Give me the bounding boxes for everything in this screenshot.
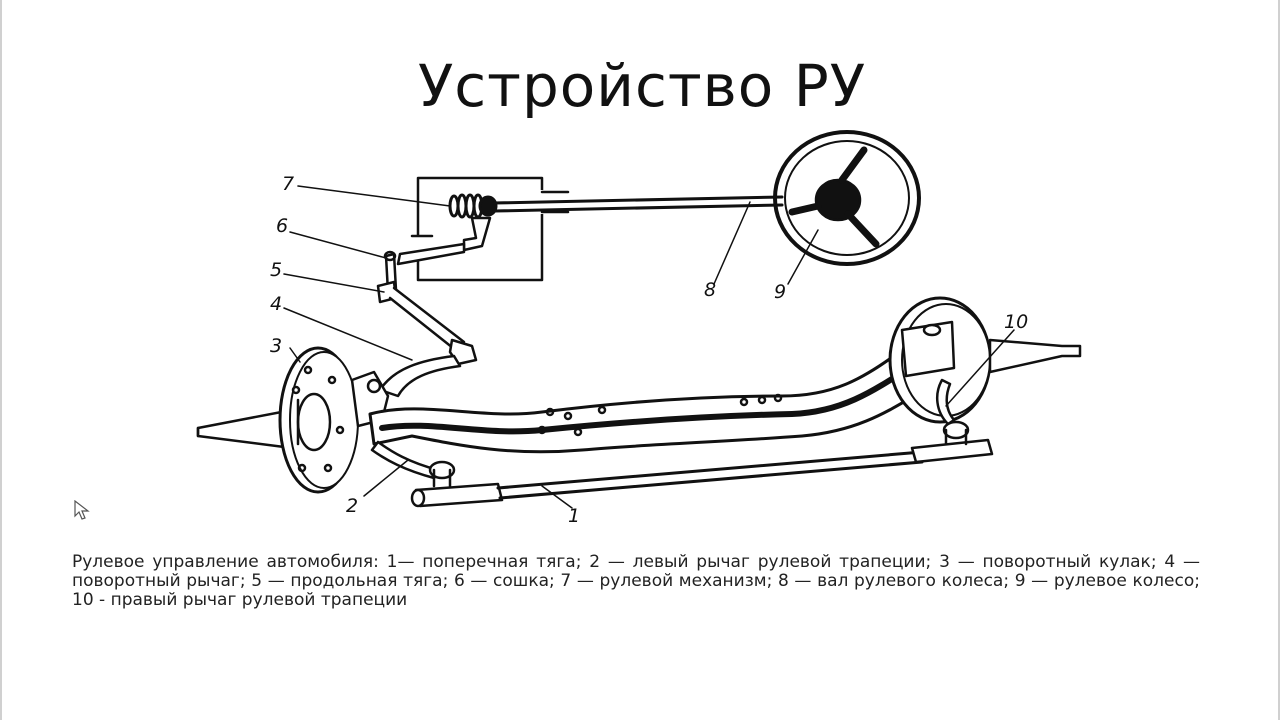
slide-title: Устройство РУ (417, 52, 867, 120)
pitman-arm (383, 242, 466, 294)
right-trapezoid-arm (935, 378, 956, 426)
label-1: 1 (568, 505, 580, 527)
left-hub (196, 346, 390, 494)
label-3: 3 (270, 335, 282, 357)
label-8: 8 (704, 279, 716, 301)
label-9: 9 (774, 281, 786, 303)
steering-arm (378, 354, 462, 398)
gear-sector (462, 216, 492, 252)
label-5: 5 (270, 259, 282, 281)
steering-wheel (773, 130, 921, 266)
slide-caption: Рулевое управление автомобиля: 1— попере… (72, 552, 1200, 610)
drag-link (376, 280, 478, 366)
right-hub (888, 296, 1082, 424)
label-7: 7 (282, 173, 294, 195)
axle-beam (368, 342, 948, 454)
label-2: 2 (346, 495, 358, 517)
left-trapezoid-arm (370, 440, 440, 480)
label-4: 4 (270, 293, 282, 315)
label-6: 6 (276, 215, 288, 237)
tie-rod (410, 420, 994, 508)
worm-gear (448, 193, 498, 219)
mouse-pointer-icon (74, 500, 90, 520)
leader-lines (283, 185, 1015, 509)
steering-shaft (492, 195, 784, 213)
label-10: 10 (1004, 311, 1028, 333)
